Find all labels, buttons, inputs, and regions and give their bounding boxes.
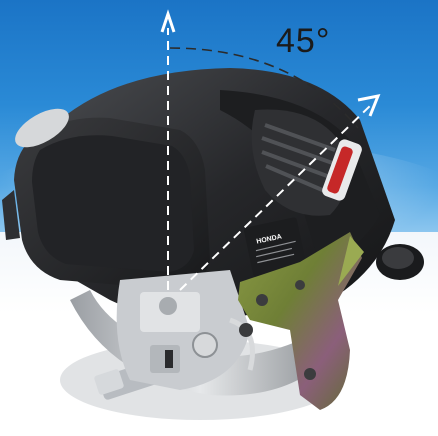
air-filter-cover	[2, 108, 210, 290]
fuel-cap	[376, 244, 424, 280]
angle-guides	[160, 9, 381, 291]
tilt-arrow-head	[357, 93, 381, 117]
vertical-arrow-head	[160, 9, 176, 33]
recoil-starter-grille	[251, 109, 362, 216]
engine-label-plate: HONDA	[243, 217, 307, 277]
mounting-bracket	[238, 232, 364, 410]
angle-label: 45°	[276, 22, 331, 60]
carburetor-assembly	[116, 270, 255, 390]
angle-arc	[169, 47, 359, 129]
